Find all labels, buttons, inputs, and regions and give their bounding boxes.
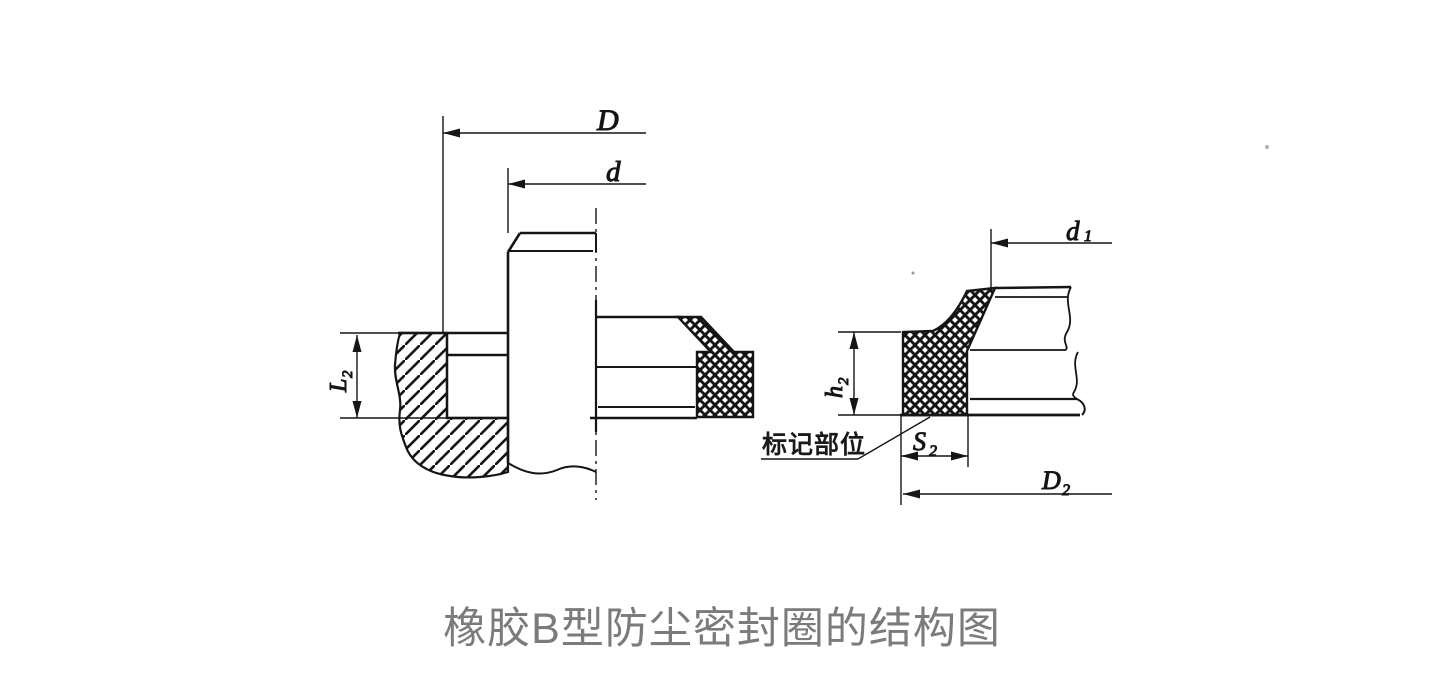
metal-case — [900, 285, 1086, 417]
dim-label-D2-base: D — [1041, 466, 1061, 495]
dim-label-L2-sub: 2 — [340, 370, 356, 378]
figure-caption: 橡胶B型防尘密封圈的结构图 — [443, 605, 1001, 653]
scan-speck — [1265, 145, 1269, 149]
rubber-seal-profile-hatched — [901, 286, 997, 417]
dimension-D — [442, 116, 646, 333]
break-line-upper — [1063, 286, 1072, 351]
dimension-h2 — [838, 331, 901, 416]
arrowhead — [991, 238, 1008, 248]
arrowhead-up — [352, 335, 362, 352]
arrowhead — [508, 179, 525, 189]
housing-hatched-area — [393, 331, 510, 479]
dim-label-d1-sub: 1 — [1084, 228, 1092, 245]
arrowhead-right — [951, 451, 968, 461]
dim-label-D: D — [596, 104, 619, 137]
marking-position-callout — [761, 416, 931, 460]
dim-label-h2-sub: 2 — [836, 377, 852, 385]
rubber-seal-hatched — [675, 315, 755, 419]
dim-label-S2-sub: 2 — [929, 443, 937, 460]
dimension-L2 — [352, 335, 362, 418]
right-view-seal-detail: d 1 h 2 S 2 D 2 标记部位 — [761, 216, 1112, 505]
arrowhead-down — [849, 398, 859, 415]
dim-label-h2-base: h — [822, 386, 848, 398]
flange-end-curl — [1076, 398, 1086, 416]
leader-line — [857, 416, 931, 460]
shaft-break-line — [507, 462, 597, 475]
arrowhead-down — [352, 401, 362, 418]
left-view-installation: D d L 2 — [326, 104, 755, 500]
shaft-chamfer — [506, 232, 522, 253]
arrowhead-left — [901, 451, 918, 461]
dim-label-D2-sub: 2 — [1062, 482, 1070, 499]
arrowhead-up — [849, 332, 859, 349]
scan-speck — [911, 271, 915, 275]
dim-label-h2: h 2 — [822, 377, 853, 399]
dim-label-d1-base: d — [1066, 216, 1080, 246]
dimension-d — [507, 168, 646, 233]
arrowhead — [443, 128, 460, 138]
housing-section — [340, 331, 510, 479]
arrowhead — [903, 489, 920, 499]
dimension-S2 — [900, 415, 969, 505]
dimension-D2 — [903, 489, 1112, 499]
dim-label-L2-base: L — [326, 379, 352, 393]
break-line-lower — [1072, 351, 1079, 400]
rod-shaft — [506, 231, 597, 475]
dimension-d1 — [990, 229, 1112, 289]
marking-position-label: 标记部位 — [762, 430, 866, 459]
case-top-outer — [994, 285, 1072, 290]
dim-label-L2: L 2 — [326, 370, 357, 394]
seal-section-left-view — [590, 315, 755, 420]
dim-label-d: d — [606, 156, 621, 188]
dim-label-S2-base: S — [913, 427, 926, 456]
